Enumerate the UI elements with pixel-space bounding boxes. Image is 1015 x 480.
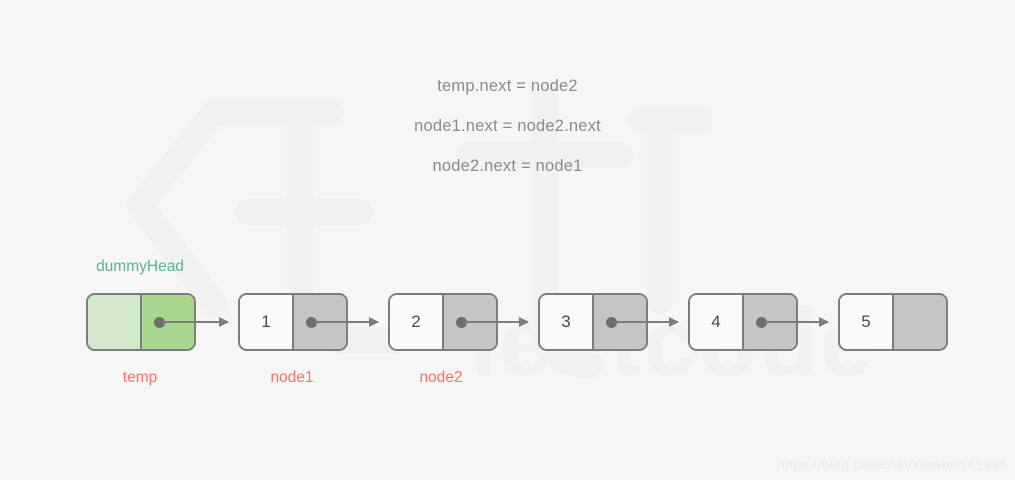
- pointer-dot-icon: [606, 316, 617, 328]
- next-arrow-n1-to-n2: [348, 316, 379, 327]
- label-node1: node1: [270, 369, 314, 386]
- label-temp: temp: [122, 369, 158, 386]
- pointer-dot-icon: [456, 316, 467, 328]
- node-value-cell-5: 5: [840, 295, 894, 349]
- node-value-cell-2: 2: [390, 295, 444, 349]
- node-value-cell-4: 4: [690, 295, 744, 349]
- next-arrow-n2-to-n3: [498, 316, 529, 327]
- label-node2: node2: [419, 369, 463, 386]
- pointer-dot-icon: [154, 316, 165, 328]
- label-dummy-head: dummyHead: [96, 258, 184, 275]
- list-node-5: 5: [838, 293, 948, 351]
- source-url-watermark: https://blog.csdn.net/xiewenrui1996: [777, 456, 1007, 472]
- node-value-cell-1: 1: [240, 295, 294, 349]
- pointer-stub-dummy: [162, 321, 196, 323]
- node-pointer-cell-5: [894, 295, 946, 349]
- next-arrow-dummy-to-n1: [196, 316, 229, 327]
- pointer-stub-1: [314, 321, 348, 323]
- next-arrow-n4-to-n5: [798, 316, 829, 327]
- pointer-dot-icon: [756, 316, 767, 328]
- pointer-stub-3: [614, 321, 648, 323]
- next-arrow-n3-to-n4: [648, 316, 679, 327]
- node-value-cell-dummy: [88, 295, 142, 349]
- pointer-stub-4: [764, 321, 798, 323]
- pointer-stub-2: [464, 321, 498, 323]
- node-value-cell-3: 3: [540, 295, 594, 349]
